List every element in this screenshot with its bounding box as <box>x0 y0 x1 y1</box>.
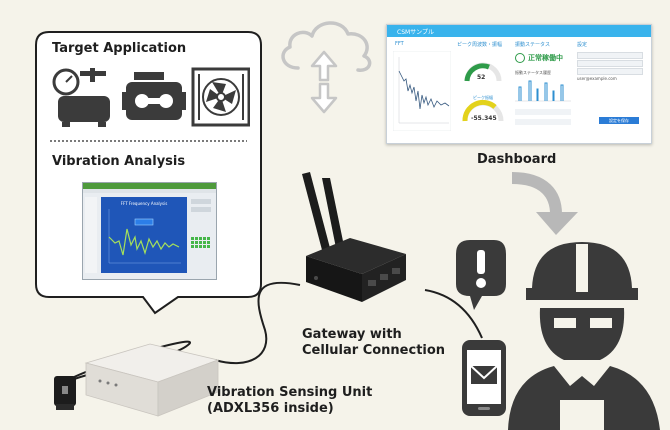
gauge-frequency-value: 52 <box>477 74 486 81</box>
settings-field[interactable] <box>577 60 643 67</box>
arrow-head <box>536 212 578 235</box>
gateway-label-line1: Gateway with <box>302 327 402 342</box>
status-row <box>515 109 571 115</box>
dashboard-header-title: CSMサンプル <box>397 29 434 36</box>
dashboard-to-worker-arrow <box>511 172 562 215</box>
vibration-sensing-unit <box>54 343 220 417</box>
analysis-software-window: FFT Frequency Analysis <box>82 182 217 280</box>
window-side-button <box>191 207 211 212</box>
panel-settings-title: 設定 <box>577 42 588 48</box>
gauge-amplitude-value: -55.345 <box>471 115 497 122</box>
target-application-heading: Target Application <box>52 41 187 56</box>
phone-mail-icon <box>462 340 506 416</box>
fft-chart-title: FFT Frequency Analysis <box>120 201 168 206</box>
settings-email: user@example.com <box>577 76 617 81</box>
gateway-to-worker-cable <box>424 289 483 339</box>
window-side-button <box>191 199 211 204</box>
status-text: 正常稼働中 <box>528 54 563 62</box>
gateway-antenna <box>302 172 344 250</box>
panel-fft-title: FFT <box>395 41 404 47</box>
settings-save-button-label: 設定を保存 <box>609 118 629 123</box>
sensor-label-line2: (ADXL356 inside) <box>207 401 334 416</box>
gauge-amplitude-label: ピーク振幅 <box>473 95 493 100</box>
vibration-analysis-heading: Vibration Analysis <box>52 154 186 169</box>
sensor-probe <box>54 376 76 410</box>
worker-icon <box>508 242 660 430</box>
gateway-box <box>306 238 406 302</box>
dashboard-fft-chart <box>393 51 451 131</box>
window-toolbar <box>83 189 216 193</box>
engine-icon <box>122 72 186 120</box>
settings-field[interactable] <box>577 52 643 59</box>
dashboard-gauges <box>462 62 504 122</box>
window-titlebar <box>83 183 216 189</box>
dashboard-header: CSMサンプル <box>387 25 651 37</box>
gateway-to-sensor-cable <box>214 281 301 365</box>
status-row <box>515 119 571 125</box>
gateway-label-line2: Cellular Connection <box>302 343 446 358</box>
compressor-icon <box>52 68 110 127</box>
settings-save-button[interactable]: 設定を保存 <box>599 117 639 124</box>
panel-status-title: 振動ステータス <box>515 42 551 48</box>
dashboard-label: Dashboard <box>477 152 557 167</box>
fft-waveform <box>108 209 181 264</box>
window-left-panel <box>85 197 97 273</box>
cloud-sync-icon <box>281 21 372 114</box>
status-ok-icon <box>515 53 525 63</box>
application-icons <box>52 67 250 127</box>
radiator-fan-icon <box>191 67 250 127</box>
panel-peak-title: ピーク周波数・振幅 <box>457 42 503 48</box>
gateway-device <box>302 172 406 302</box>
sensor-box <box>84 343 220 417</box>
fft-plot-area: FFT Frequency Analysis <box>101 197 187 273</box>
status-history-chart <box>515 80 571 102</box>
sensor-label-line1: Vibration Sensing Unit <box>207 385 373 400</box>
settings-field[interactable] <box>577 68 643 75</box>
dashboard-screen: CSMサンプル FFT ピーク周波数・振幅 振動ステータス 設定 52 ピーク振… <box>386 24 652 144</box>
alert-icon <box>456 240 506 310</box>
window-indicator-grid <box>191 237 211 265</box>
status-chart-label: 振動ステータス履歴 <box>515 70 551 75</box>
